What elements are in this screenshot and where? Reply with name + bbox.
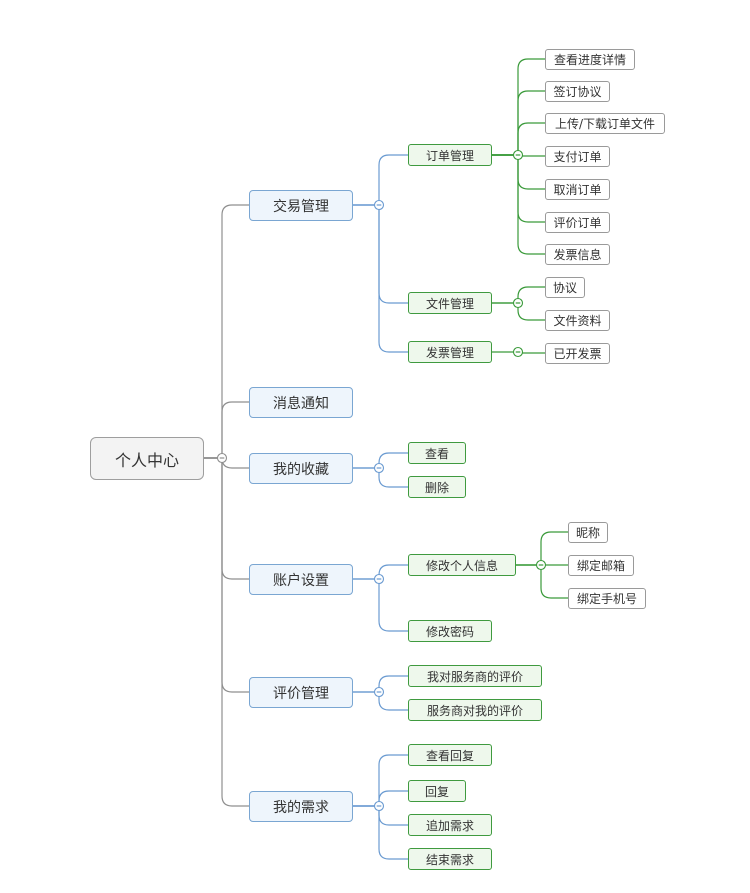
profile-link-2 xyxy=(516,564,568,599)
node-issued-invoices[interactable]: 已开发票 xyxy=(545,343,610,364)
file-link-0 xyxy=(492,286,545,304)
review-link-1 xyxy=(353,691,408,711)
order-link-2 xyxy=(492,122,545,156)
node-view[interactable]: 查看 xyxy=(408,442,466,464)
node-provider-review-of-me[interactable]: 服务商对我的评价 xyxy=(408,699,542,721)
node-my-favorites[interactable]: 我的收藏 xyxy=(249,453,353,484)
node-file-materials[interactable]: 文件资料 xyxy=(545,310,610,331)
node-close-demand[interactable]: 结束需求 xyxy=(408,848,492,870)
node-upload-download-files[interactable]: 上传/下载订单文件 xyxy=(545,113,665,134)
node-nickname[interactable]: 昵称 xyxy=(568,522,608,543)
node-reply[interactable]: 回复 xyxy=(408,780,466,802)
node-delete[interactable]: 删除 xyxy=(408,476,466,498)
node-review-management[interactable]: 评价管理 xyxy=(249,677,353,708)
node-bind-phone[interactable]: 绑定手机号 xyxy=(568,588,646,609)
node-cancel-order[interactable]: 取消订单 xyxy=(545,179,610,200)
node-pay-order[interactable]: 支付订单 xyxy=(545,146,610,167)
order-link-0 xyxy=(492,58,545,156)
node-agreement[interactable]: 协议 xyxy=(545,277,585,298)
root-link-5 xyxy=(204,457,249,807)
demand-link-3 xyxy=(353,805,408,860)
node-sign-agreement[interactable]: 签订协议 xyxy=(545,81,610,102)
node-view-progress[interactable]: 查看进度详情 xyxy=(545,49,635,70)
node-invoice-info[interactable]: 发票信息 xyxy=(545,244,610,265)
node-invoice-management[interactable]: 发票管理 xyxy=(408,341,492,363)
order-link-1 xyxy=(492,90,545,156)
node-file-management[interactable]: 文件管理 xyxy=(408,292,492,314)
node-my-review-of-provider[interactable]: 我对服务商的评价 xyxy=(408,665,542,687)
node-order-management[interactable]: 订单管理 xyxy=(408,144,492,166)
node-change-password[interactable]: 修改密码 xyxy=(408,620,492,642)
trade-link-0 xyxy=(353,154,408,206)
node-add-demand[interactable]: 追加需求 xyxy=(408,814,492,836)
node-message-notice[interactable]: 消息通知 xyxy=(249,387,353,418)
root-link-1 xyxy=(204,401,249,459)
node-my-demands[interactable]: 我的需求 xyxy=(249,791,353,822)
node-edit-profile[interactable]: 修改个人信息 xyxy=(408,554,516,576)
root-link-0 xyxy=(204,204,249,459)
node-view-replies[interactable]: 查看回复 xyxy=(408,744,492,766)
root-node[interactable]: 个人中心 xyxy=(90,437,204,480)
trade-link-1 xyxy=(353,204,408,304)
root-link-3 xyxy=(204,457,249,580)
node-account-settings[interactable]: 账户设置 xyxy=(249,564,353,595)
node-rate-order[interactable]: 评价订单 xyxy=(545,212,610,233)
node-trade-management[interactable]: 交易管理 xyxy=(249,190,353,221)
favorites-link-1 xyxy=(353,467,408,488)
demand-link-0 xyxy=(353,754,408,807)
account-link-1 xyxy=(353,578,408,632)
file-link-1 xyxy=(492,302,545,321)
node-bind-email[interactable]: 绑定邮箱 xyxy=(568,555,634,576)
order-link-6 xyxy=(492,154,545,255)
trade-link-2 xyxy=(353,204,408,353)
profile-link-0 xyxy=(516,531,568,566)
root-link-4 xyxy=(204,457,249,693)
review-link-0 xyxy=(353,675,408,693)
